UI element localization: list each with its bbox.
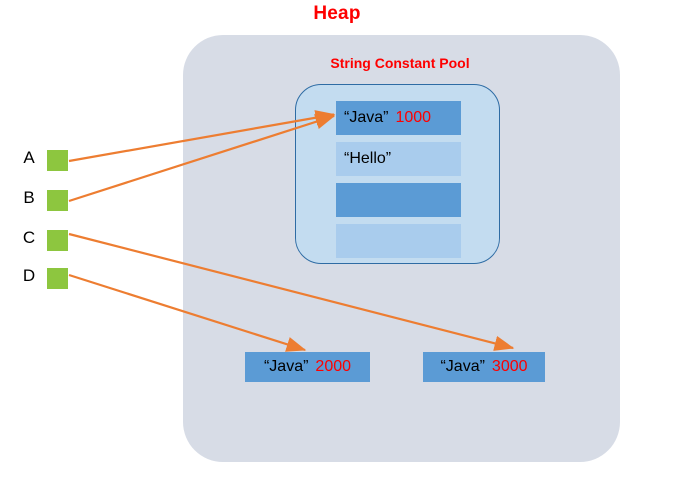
- pool-row-address: 1000: [395, 109, 432, 126]
- pool-row-text: “Java”1000: [344, 109, 432, 126]
- heap-object-java-3000: “Java”3000: [423, 352, 545, 382]
- pool-row-hello: “Hello”: [336, 142, 461, 176]
- string-constant-pool-title: String Constant Pool: [330, 55, 470, 71]
- variable-cell-a: [47, 150, 68, 171]
- pool-row-empty-1: [336, 183, 461, 217]
- string-constant-pool-container: “Java”1000 “Hello”: [295, 84, 500, 264]
- variable-cell-d: [47, 268, 68, 289]
- heap-title: Heap: [313, 3, 361, 24]
- variable-label-d: D: [22, 266, 36, 285]
- variable-label-c: C: [22, 228, 36, 247]
- heap-object-text: “Java”2000: [263, 358, 352, 375]
- heap-object-java-2000: “Java”2000: [245, 352, 370, 382]
- variable-label-b: B: [23, 188, 35, 207]
- pool-row-text: [344, 232, 351, 250]
- pool-row-java-1000: “Java”1000: [336, 101, 461, 135]
- heap-object-address: 3000: [491, 358, 528, 375]
- variable-cell-b: [47, 190, 68, 211]
- variable-cell-c: [47, 230, 68, 251]
- pool-row-empty-2: [336, 224, 461, 258]
- pool-row-text: “Hello”: [344, 150, 392, 167]
- variable-label-a: A: [23, 148, 35, 167]
- heap-object-address: 2000: [315, 358, 352, 375]
- pool-row-text: [344, 191, 351, 209]
- heap-object-text: “Java”3000: [440, 358, 528, 375]
